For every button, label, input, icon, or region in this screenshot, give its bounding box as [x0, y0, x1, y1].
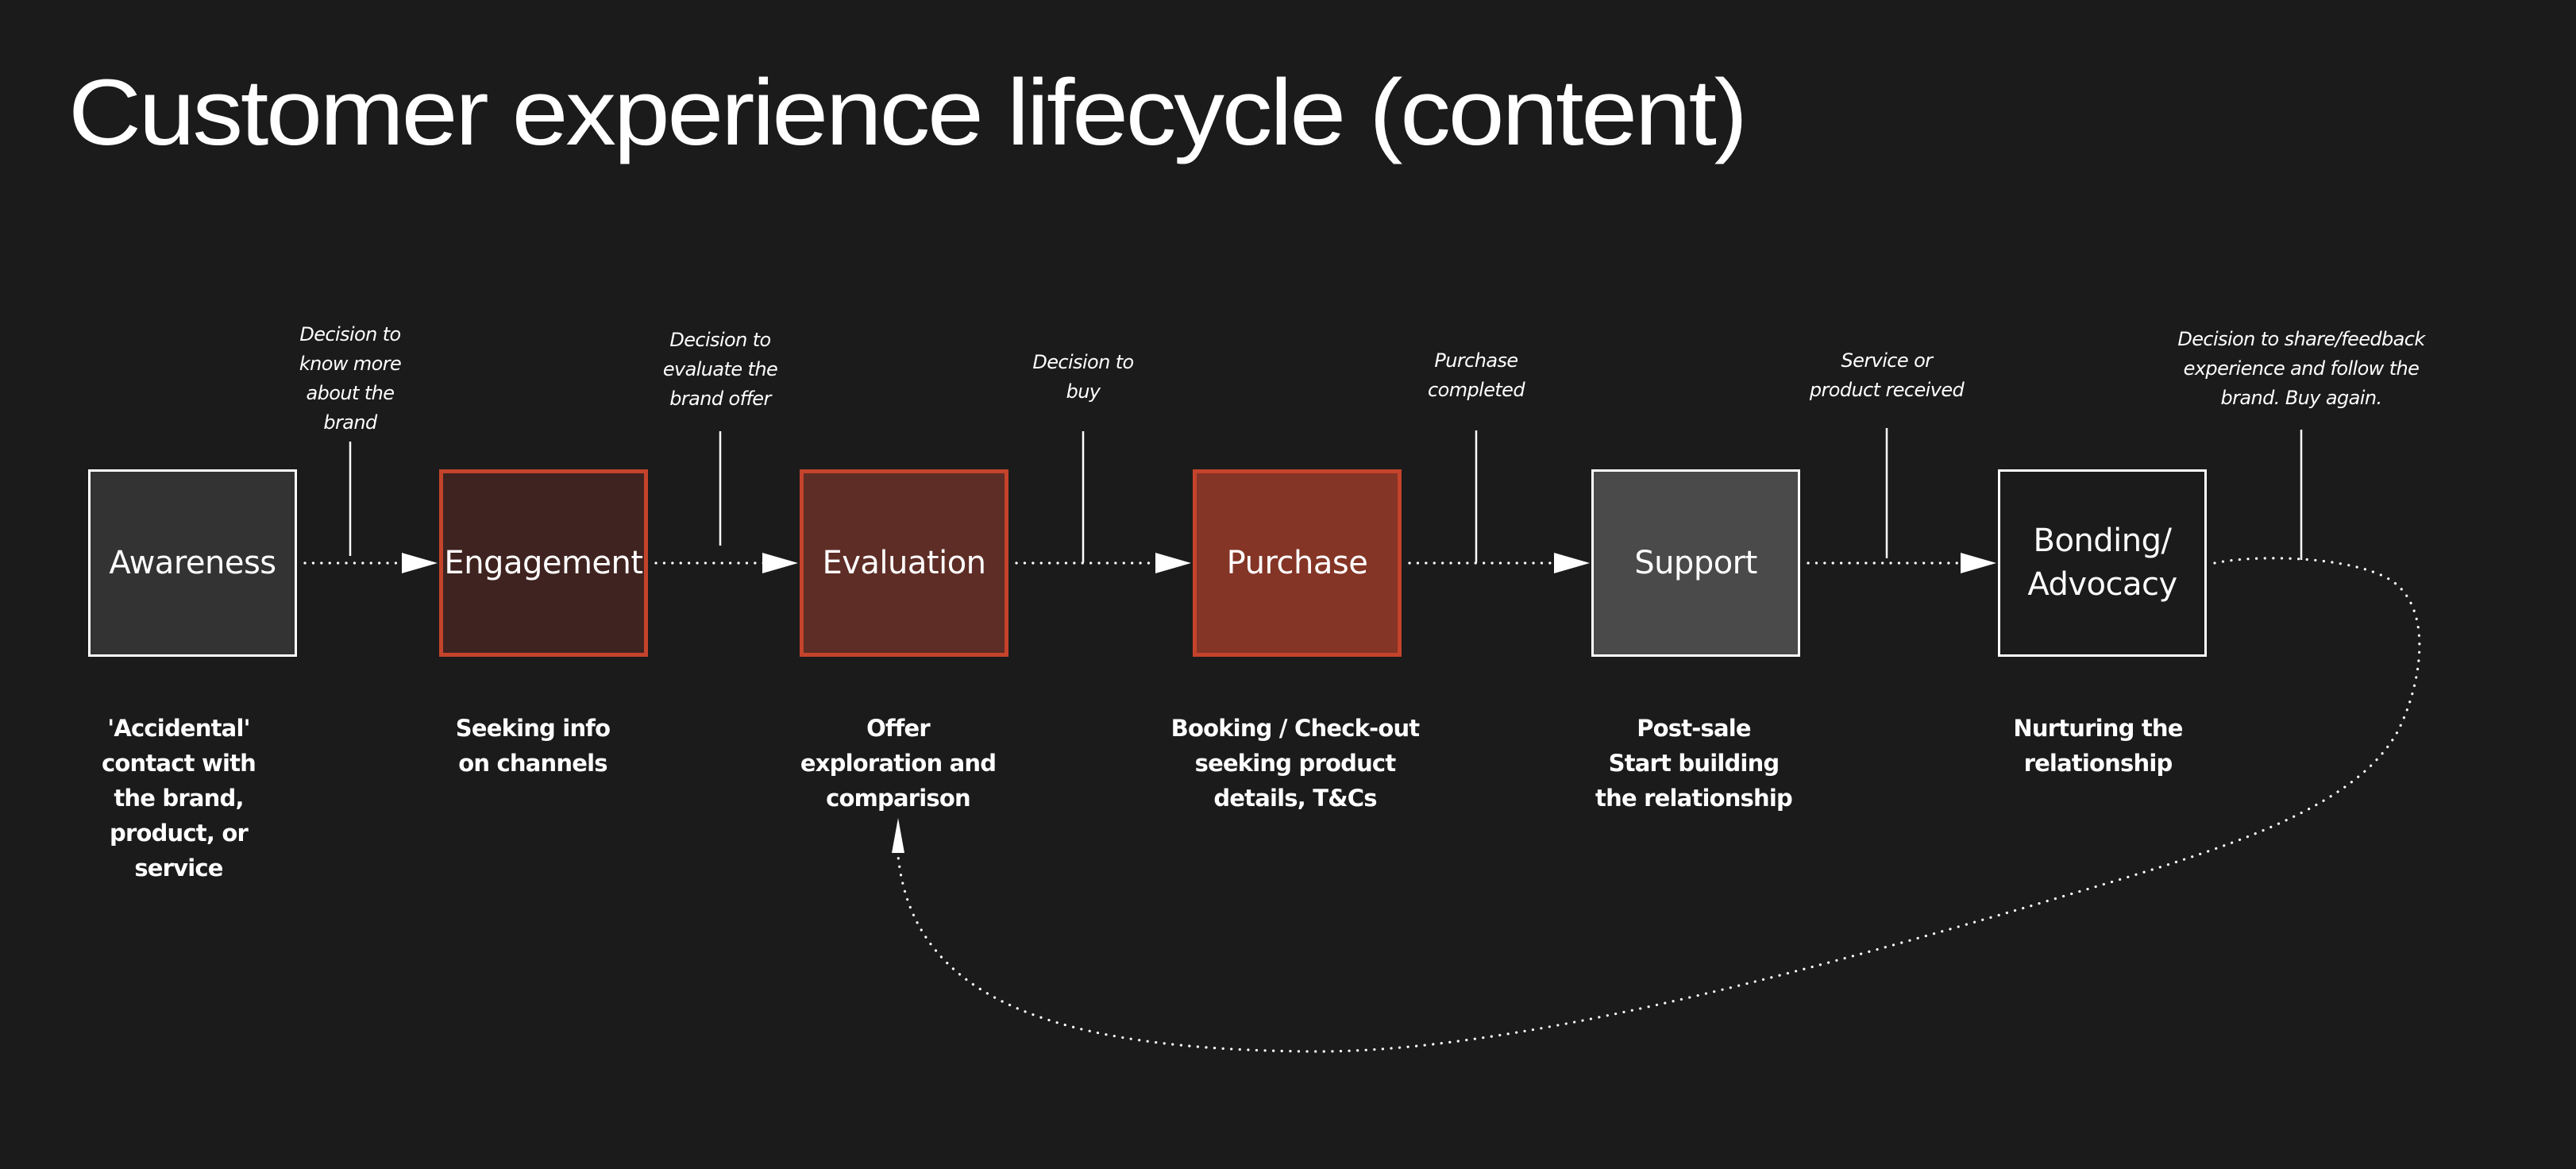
transition-trigger-label: Decision to buy	[1032, 351, 1134, 403]
stage-label: Bonding/ Advocacy	[2027, 523, 2177, 603]
arrowhead-right-icon	[1155, 553, 1191, 573]
stage-box-bonding-advocacy: Bonding/ Advocacy	[1998, 469, 2207, 657]
stage-description-purchase: Booking / Check-out seeking product deta…	[1170, 715, 1421, 812]
stage-box-support: Support	[1591, 469, 1800, 657]
stage-label: Evaluation	[822, 544, 986, 581]
stage-box-awareness: Awareness	[88, 469, 297, 657]
stage-label: Awareness	[109, 544, 276, 581]
stage-label: Engagement	[444, 544, 643, 581]
arrowhead-right-icon	[1961, 553, 1996, 573]
stage-box-purchase: Purchase	[1193, 469, 1402, 657]
stage-label: Purchase	[1226, 544, 1368, 581]
connectors-layer	[303, 428, 2421, 1053]
transition-trigger-label: Service or product received	[1809, 349, 1965, 401]
stage-box-evaluation: Evaluation	[800, 469, 1008, 657]
arrowhead-right-icon	[402, 553, 438, 573]
stage-label: Support	[1634, 544, 1757, 581]
stage-description-awareness: 'Accidental' contact with the brand, pro…	[102, 715, 256, 882]
stage-description-evaluation: Offer exploration and comparison	[800, 715, 997, 812]
transition-trigger-label: Decision to evaluate the brand offer	[662, 329, 778, 410]
stage-description-engagement: Seeking info on channels	[455, 715, 611, 777]
stage-description-support: Post-sale Start building the relationshi…	[1595, 715, 1793, 812]
loop-back-dotted-arrow	[897, 557, 2421, 1053]
arrowhead-up-icon	[892, 818, 904, 853]
arrowhead-right-icon	[1554, 553, 1590, 573]
transition-trigger-label: Decision to share/feedback experience an…	[2177, 328, 2425, 409]
arrowhead-right-icon	[762, 553, 798, 573]
stage-box-engagement: Engagement	[439, 469, 648, 657]
transition-trigger-label: Purchase completed	[1428, 349, 1525, 401]
transition-trigger-label: Decision to know more about the brand	[299, 323, 402, 434]
stage-description-bonding-advocacy: Nurturing the relationship	[2013, 715, 2183, 777]
page-title: Customer experience lifecycle (content)	[68, 60, 1748, 165]
